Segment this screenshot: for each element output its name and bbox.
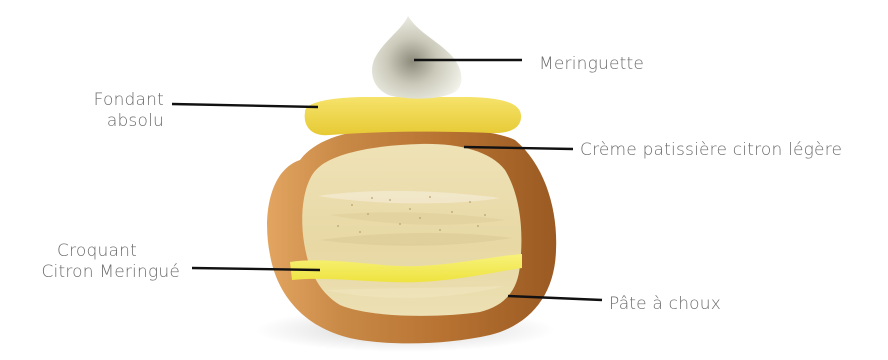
label-croquant-line1: Croquant bbox=[4, 241, 180, 262]
label-creme: Crème patissière citron légère bbox=[580, 140, 842, 161]
fondant-layer bbox=[305, 97, 521, 135]
leader-line-fondant bbox=[172, 104, 318, 107]
label-pate: Pâte à choux bbox=[609, 294, 721, 315]
label-fondant-line1: Fondant bbox=[72, 90, 164, 111]
label-croquant-line2: Citron Meringué bbox=[4, 262, 180, 283]
label-meringuette: Meringuette bbox=[539, 54, 644, 75]
label-fondant-line2: absolu bbox=[72, 111, 164, 132]
label-croquant: Croquant Citron Meringué bbox=[4, 241, 180, 283]
meringue-dollop bbox=[372, 16, 461, 99]
label-fondant: Fondant absolu bbox=[72, 90, 164, 132]
